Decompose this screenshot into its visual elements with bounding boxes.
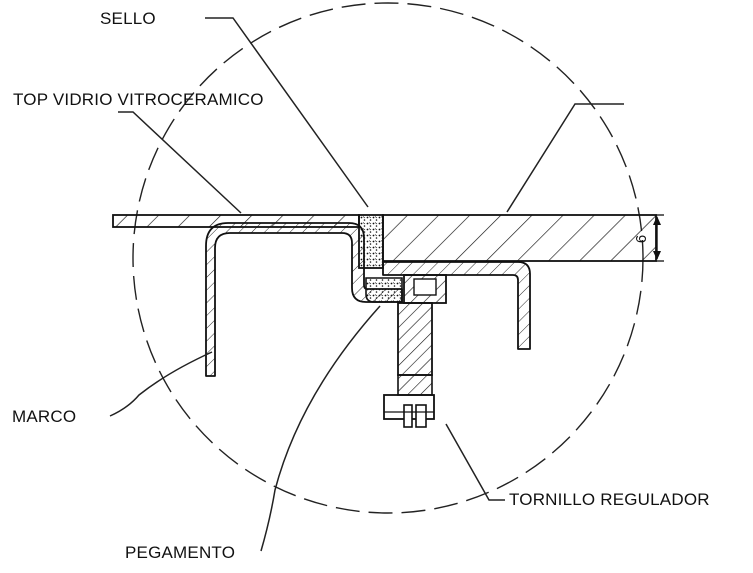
leader-lines xyxy=(109,17,624,552)
label-sello: SELLO xyxy=(100,9,156,28)
leader-marco xyxy=(109,351,213,417)
glass-top-right xyxy=(382,214,657,262)
dimension-indicator: 6 xyxy=(633,214,664,262)
label-pegamento: PEGAMENTO xyxy=(125,543,236,562)
leader-pegamento xyxy=(260,305,381,552)
label-marco: MARCO xyxy=(12,407,77,426)
label-top-vidrio: TOP VIDRIO VITROCERAMICO xyxy=(13,90,264,109)
regulating-screw xyxy=(383,274,447,428)
leader-sello xyxy=(205,17,369,208)
right-bracket xyxy=(382,261,531,350)
leader-top-vidrio xyxy=(118,111,242,214)
dimension-value: 6 xyxy=(633,235,650,243)
glue xyxy=(365,277,403,303)
leader-tornillo xyxy=(445,423,505,501)
label-tornillo: TORNILLO REGULADOR xyxy=(509,490,710,509)
leader-right-glass xyxy=(506,103,624,213)
